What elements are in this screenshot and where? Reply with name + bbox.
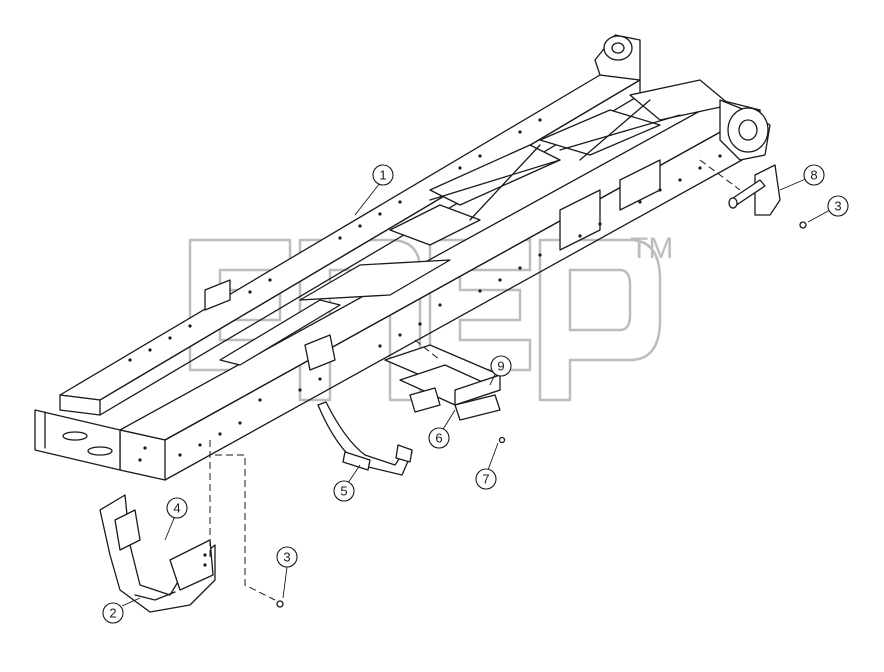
callout-7: 7 [475, 468, 497, 490]
mounting-plate-assembly [384, 339, 506, 444]
bolt-upper-right [799, 221, 807, 229]
dash-bolt-axis-2 [215, 454, 276, 601]
watermark-trademark: TM [630, 232, 673, 265]
callout-5: 5 [333, 480, 355, 502]
svg-text:1: 1 [379, 168, 386, 183]
callout-8: 8 [803, 164, 825, 186]
chassis-frame [34, 34, 771, 481]
svg-text:2: 2 [109, 606, 116, 621]
svg-text:8: 8 [810, 168, 817, 183]
callout-2: 2 [102, 602, 124, 624]
callout-9: 9 [490, 355, 512, 377]
curved-support-bar [317, 401, 413, 476]
leader-lines [121, 177, 831, 607]
svg-text:9: 9 [497, 359, 504, 374]
callout-6: 6 [428, 427, 450, 449]
rear-mounting-bracket [99, 494, 216, 613]
svg-text:3: 3 [283, 550, 290, 565]
callout-4: 4 [166, 497, 188, 519]
svg-text:5: 5 [340, 484, 347, 499]
svg-text:6: 6 [435, 431, 442, 446]
callout-1: 1 [372, 164, 394, 186]
callout-3-upper: 3 [827, 195, 849, 217]
front-bracket-with-pin [699, 159, 781, 216]
svg-text:3: 3 [834, 199, 841, 214]
frame-bolt-holes [128, 118, 722, 462]
callout-3-lower: 3 [276, 546, 298, 568]
svg-text:7: 7 [482, 472, 489, 487]
svg-text:4: 4 [173, 501, 180, 516]
bolt-lower [276, 600, 284, 608]
